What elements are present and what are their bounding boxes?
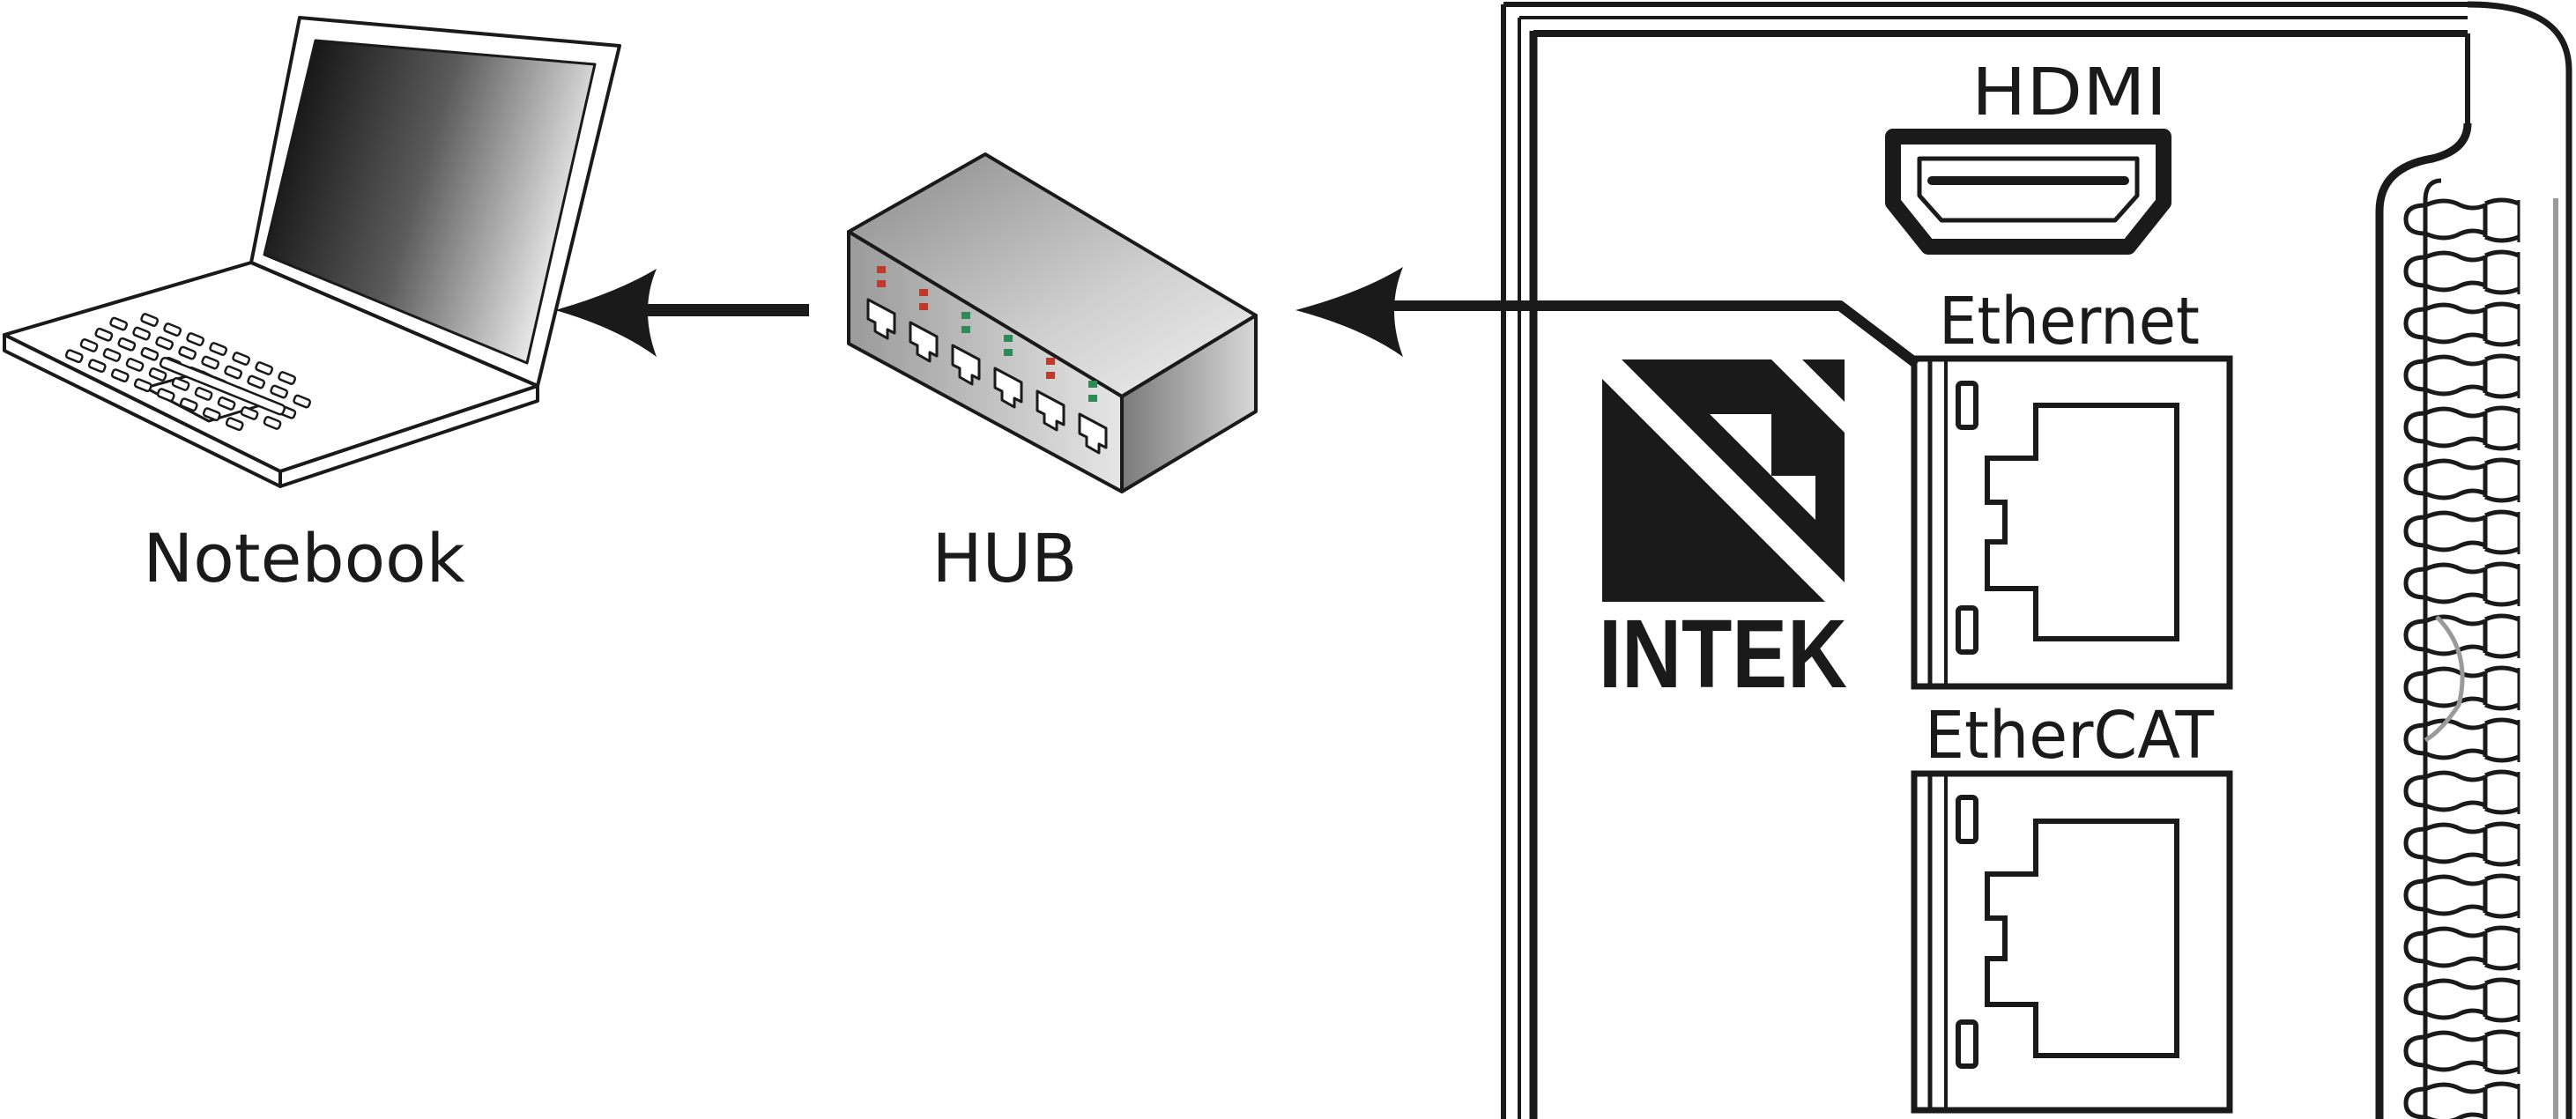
laptop-icon bbox=[3, 16, 621, 488]
hub-port bbox=[1078, 381, 1108, 455]
laptop-key bbox=[179, 397, 198, 412]
laptop-key bbox=[209, 342, 228, 356]
arrow-to-hub bbox=[1295, 267, 1920, 368]
laptop-key bbox=[87, 359, 107, 374]
hub-led bbox=[919, 303, 928, 310]
laptop-key bbox=[232, 352, 251, 366]
laptop-key bbox=[247, 374, 266, 389]
hub-port bbox=[1036, 358, 1065, 432]
hub-led bbox=[1088, 381, 1097, 388]
hub-port bbox=[951, 312, 981, 386]
laptop-key bbox=[225, 417, 244, 432]
intek-logo-text: INTEK bbox=[1599, 600, 1847, 708]
hub-port bbox=[993, 335, 1023, 409]
laptop-key bbox=[110, 368, 130, 383]
notebook-label: Notebook bbox=[143, 519, 464, 597]
hub-led bbox=[877, 280, 886, 287]
terminal-clamp bbox=[2403, 353, 2558, 406]
laptop-key bbox=[133, 378, 152, 393]
terminal-clamp bbox=[2403, 561, 2558, 614]
hub-led bbox=[1004, 335, 1013, 342]
laptop-key bbox=[163, 322, 182, 337]
ethercat-port-icon bbox=[1911, 770, 2233, 1114]
terminal-clamp bbox=[2403, 717, 2558, 770]
hub-led bbox=[961, 326, 970, 333]
hub-led bbox=[919, 289, 928, 296]
ethercat-label: EtherCAT bbox=[1925, 698, 2215, 774]
laptop-key bbox=[202, 407, 221, 422]
hub-port bbox=[866, 266, 896, 340]
ethernet-label: Ethernet bbox=[1939, 284, 2200, 359]
terminal-clamp bbox=[2403, 665, 2558, 718]
laptop-key bbox=[132, 326, 152, 341]
terminal-clamp bbox=[2403, 925, 2558, 978]
laptop-key bbox=[140, 346, 160, 361]
terminal-clamp bbox=[2403, 769, 2558, 822]
laptop-key bbox=[148, 367, 167, 382]
hub-port bbox=[909, 289, 939, 363]
terminal-clamp bbox=[2403, 405, 2558, 458]
laptop-key bbox=[79, 338, 99, 352]
terminal-clamp bbox=[2403, 457, 2558, 510]
hdmi-port-icon bbox=[1885, 129, 2171, 255]
hub-ports bbox=[866, 266, 1108, 455]
laptop-key bbox=[201, 355, 220, 370]
laptop-key bbox=[240, 406, 259, 420]
laptop-key bbox=[109, 316, 129, 331]
laptop-key bbox=[178, 345, 197, 360]
arrow-to-notebook bbox=[555, 269, 809, 357]
hub-led bbox=[1046, 358, 1055, 365]
laptop-keyboard bbox=[64, 313, 312, 432]
terminal-clamp bbox=[2403, 873, 2558, 926]
terminal-clamp bbox=[2403, 1029, 2558, 1082]
terminal-clamp bbox=[2403, 977, 2558, 1030]
ethernet-port-icon bbox=[1911, 355, 2233, 690]
laptop-key bbox=[255, 361, 274, 375]
terminal-clamp bbox=[2403, 197, 2558, 250]
hub-led bbox=[961, 312, 970, 319]
intek-logo: INTEK bbox=[1599, 359, 1847, 708]
terminal-clamp bbox=[2403, 1081, 2558, 1119]
controller-device bbox=[1501, 1, 2572, 1119]
laptop-key bbox=[117, 337, 137, 352]
laptop-key bbox=[270, 384, 289, 399]
terminal-clamp bbox=[2403, 821, 2558, 874]
hub-label: HUB bbox=[932, 519, 1078, 597]
hub-led bbox=[877, 266, 886, 273]
laptop-key bbox=[186, 332, 205, 346]
terminal-accent bbox=[2424, 615, 2465, 743]
laptop-key bbox=[64, 349, 84, 364]
terminal-clamp bbox=[2403, 301, 2558, 354]
laptop-key bbox=[293, 394, 312, 409]
terminal-clamp bbox=[2403, 509, 2558, 562]
laptop-key bbox=[94, 327, 114, 342]
laptop-key bbox=[102, 348, 122, 362]
hub-led bbox=[1004, 349, 1013, 356]
laptop-key bbox=[224, 365, 243, 380]
terminal-block bbox=[2403, 197, 2558, 1119]
laptop-key bbox=[217, 396, 236, 411]
laptop-key bbox=[125, 358, 145, 372]
hdmi-label: HDMI bbox=[1971, 55, 2167, 130]
laptop-spacebar bbox=[159, 356, 286, 416]
terminal-clamp bbox=[2403, 249, 2558, 302]
laptop-key bbox=[140, 313, 160, 327]
laptop-key bbox=[156, 388, 175, 403]
terminal-clamp bbox=[2403, 613, 2558, 666]
laptop-key bbox=[263, 416, 282, 430]
hub-led bbox=[1088, 395, 1097, 402]
laptop-key bbox=[278, 371, 297, 385]
laptop-key bbox=[155, 336, 174, 351]
hub-led bbox=[1046, 372, 1055, 379]
laptop-key bbox=[194, 387, 213, 401]
laptop-key bbox=[171, 377, 190, 391]
